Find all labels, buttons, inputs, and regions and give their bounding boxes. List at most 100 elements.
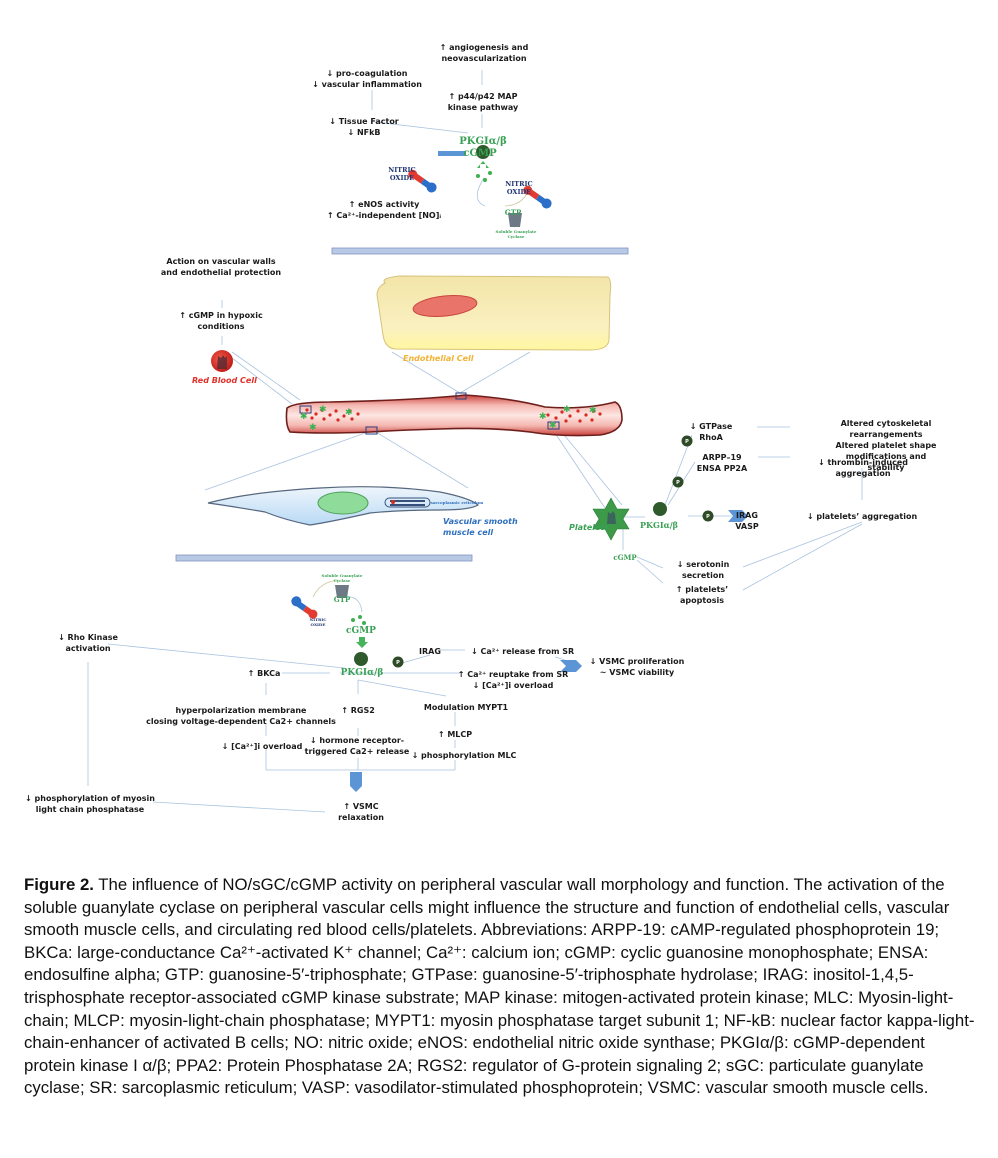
phosphate-icons [392, 435, 714, 668]
endothelial-nucleus [412, 295, 478, 317]
red-blood-cell-icon [211, 350, 233, 372]
link-vessel-vsmc-right [375, 431, 469, 489]
label-phospho-mlcp: ↓ phosphorylation of myosin light chain … [25, 794, 155, 814]
svg-text:P: P [685, 439, 689, 445]
vsmc-cell [207, 486, 480, 526]
sgc-top-icon [508, 213, 522, 227]
link-endo-vessel [391, 351, 461, 394]
endothelial-cell [376, 275, 612, 351]
label-mypt1: Modulation MYPT1 [423, 703, 509, 712]
zoom-box-vsmc [365, 426, 378, 435]
blood-vessel: ✱✱✱ ✱✱✱ ✱✱ [285, 392, 623, 437]
label-gtpase-rhoa: ↓ GTPase RhoA [689, 422, 733, 442]
svg-text:✱: ✱ [309, 423, 317, 433]
label-rho-kinase: ↓ Rho Kinase activation [58, 633, 118, 653]
vsmc-links [87, 579, 566, 813]
arrow-irag-aggregation [728, 510, 748, 522]
pkg-platelet-icon [653, 502, 667, 516]
svg-text:✱: ✱ [319, 405, 327, 415]
arrow-relaxation [350, 772, 362, 792]
link-gtp-cgmp [476, 177, 486, 207]
label-tissue-factor: ↓ Tissue Factor ↓ NFkB [329, 117, 399, 137]
link-rbc-vessel [231, 351, 301, 401]
phosphate-labels: P P P P [396, 439, 710, 666]
no-molecule-left [408, 169, 437, 193]
arrow-ca-proliferation [560, 660, 582, 672]
caption-text: The influence of NO/sGC/cGMP activity on… [24, 875, 975, 1098]
svg-text:✱: ✱ [563, 405, 571, 415]
label-gtp-bottom: GTP [333, 595, 351, 604]
pkg-enzyme-icons [354, 145, 667, 666]
connector-lines: ✱✱✱ ✱✱✱ ✱✱ [87, 70, 863, 813]
svg-text:✱: ✱ [300, 412, 308, 422]
link-vessel-platelets [552, 429, 606, 509]
rbc-links [204, 300, 623, 509]
svg-text:P: P [396, 660, 400, 666]
label-ca-release: ↓ Ca²⁺ release from SR [471, 647, 575, 656]
label-cgmp-platelet: cGMP [613, 553, 637, 562]
vsmc-nucleus [317, 491, 369, 515]
label-procoagulation: ↓ pro-coagulation ↓ vascular inflammatio… [312, 69, 422, 89]
platelet-links [622, 426, 863, 591]
label-hormone-receptor: ↓ hormone receptor- triggered Ca2+ relea… [304, 736, 410, 756]
label-cgmp-hypoxic: ↑ cGMP in hypoxic conditions [179, 311, 263, 331]
blue-arrows [350, 151, 748, 792]
label-sgc-bottom: Soluble Guanylate Cyclase [321, 573, 363, 583]
label-angiogenesis: ↑ angiogenesis and neovascularization [439, 43, 529, 63]
label-vsmc-relaxation: ↑ VSMC relaxation [338, 802, 384, 822]
sgc-enzyme-icons [335, 213, 522, 598]
sgc-bottom-icon [335, 585, 349, 598]
no-molecule-right [523, 185, 552, 209]
pkg-top-icon [476, 145, 490, 159]
label-bkca: ↑ BKCa [247, 669, 281, 678]
membranes [175, 247, 629, 562]
label-hyperpolarization: hyperpolarization membrane closing volta… [146, 706, 336, 726]
arrow-cgmp-pkg-bottom [356, 637, 368, 648]
label-sarcoplasmic-reticulum: sarcoplasmic reticulum [430, 500, 484, 505]
label-pkg-platelet: PKGIα/β [640, 520, 678, 530]
label-endothelial-cell: Endothelial Cell [403, 354, 474, 363]
svg-text:✱: ✱ [549, 421, 557, 431]
label-cgmp-top: cGMP [463, 148, 497, 159]
label-thrombin: ↓ thrombin-induced aggregation [817, 458, 909, 478]
pathway-figure: ✱✱✱ ✱✱✱ ✱✱ [25, 43, 936, 822]
label-map-kinase: ↑ p44/p42 MAP kinase pathway [447, 92, 519, 112]
membrane-bottom [175, 554, 473, 562]
no-molecule-bottom [291, 596, 318, 619]
arrow-cgmp-no [438, 151, 466, 156]
svg-text:✱: ✱ [345, 408, 353, 418]
label-vsmc: Vascular smooth muscle cell [443, 517, 518, 537]
label-cgmp-bottom: cGMP [346, 626, 376, 636]
sarcoplasmic-reticulum-icon [384, 497, 431, 508]
label-mlcp: ↑ MLCP [437, 730, 473, 739]
link-rbc-vessel2 [231, 357, 293, 405]
arrow-cgmp-pkg-top [477, 161, 489, 168]
label-ca-overload: ↓ [Ca²⁺]i overload [221, 742, 303, 751]
label-apoptosis: ↑ platelets’ apoptosis [675, 585, 729, 605]
label-action-vascular: Action on vascular walls and endothelial… [160, 257, 282, 277]
label-vsmc-proliferation: ↓ VSMC proliferation ~ VSMC viability [589, 657, 685, 677]
green-arrows [356, 161, 489, 648]
label-rgs2: ↑ RGS2 [341, 706, 375, 715]
label-no-bottom: NITRIC OXIDE [309, 617, 327, 627]
label-arpp: ARPP–19 ENSA PP2A [696, 453, 748, 473]
label-irag-vasp: IRAG VASP [735, 511, 759, 531]
label-no-right: NITRIC OXIDE [505, 180, 533, 196]
platelet-star-icon [592, 497, 630, 541]
svg-text:P: P [706, 514, 710, 520]
caption-label: Figure 2. [24, 875, 94, 894]
svg-text:P: P [676, 480, 680, 486]
label-pkg-top: PKGIα/β [459, 136, 507, 147]
link-endo-vessel2 [459, 351, 531, 394]
label-platelet-aggregation: ↓ platelets’ aggregation [806, 512, 918, 521]
rbc-dots [305, 408, 602, 423]
label-irag: IRAG [419, 647, 441, 656]
label-sgc-top: Soluble Guanylate Cyclase [495, 229, 537, 239]
link-vessel-platelets2 [559, 429, 623, 506]
label-pkg-bottom: PKGIα/β [340, 668, 384, 678]
label-phospho-mlc: ↓ phosphorylation MLC [411, 751, 517, 760]
label-ca-reuptake: ↑ Ca²⁺ reuptake from SR ↓ [Ca²⁺]i overlo… [457, 670, 569, 690]
link-pkg-tf [374, 121, 469, 134]
zoom-box-rbc [299, 405, 312, 414]
cgmp-dots [351, 171, 492, 625]
